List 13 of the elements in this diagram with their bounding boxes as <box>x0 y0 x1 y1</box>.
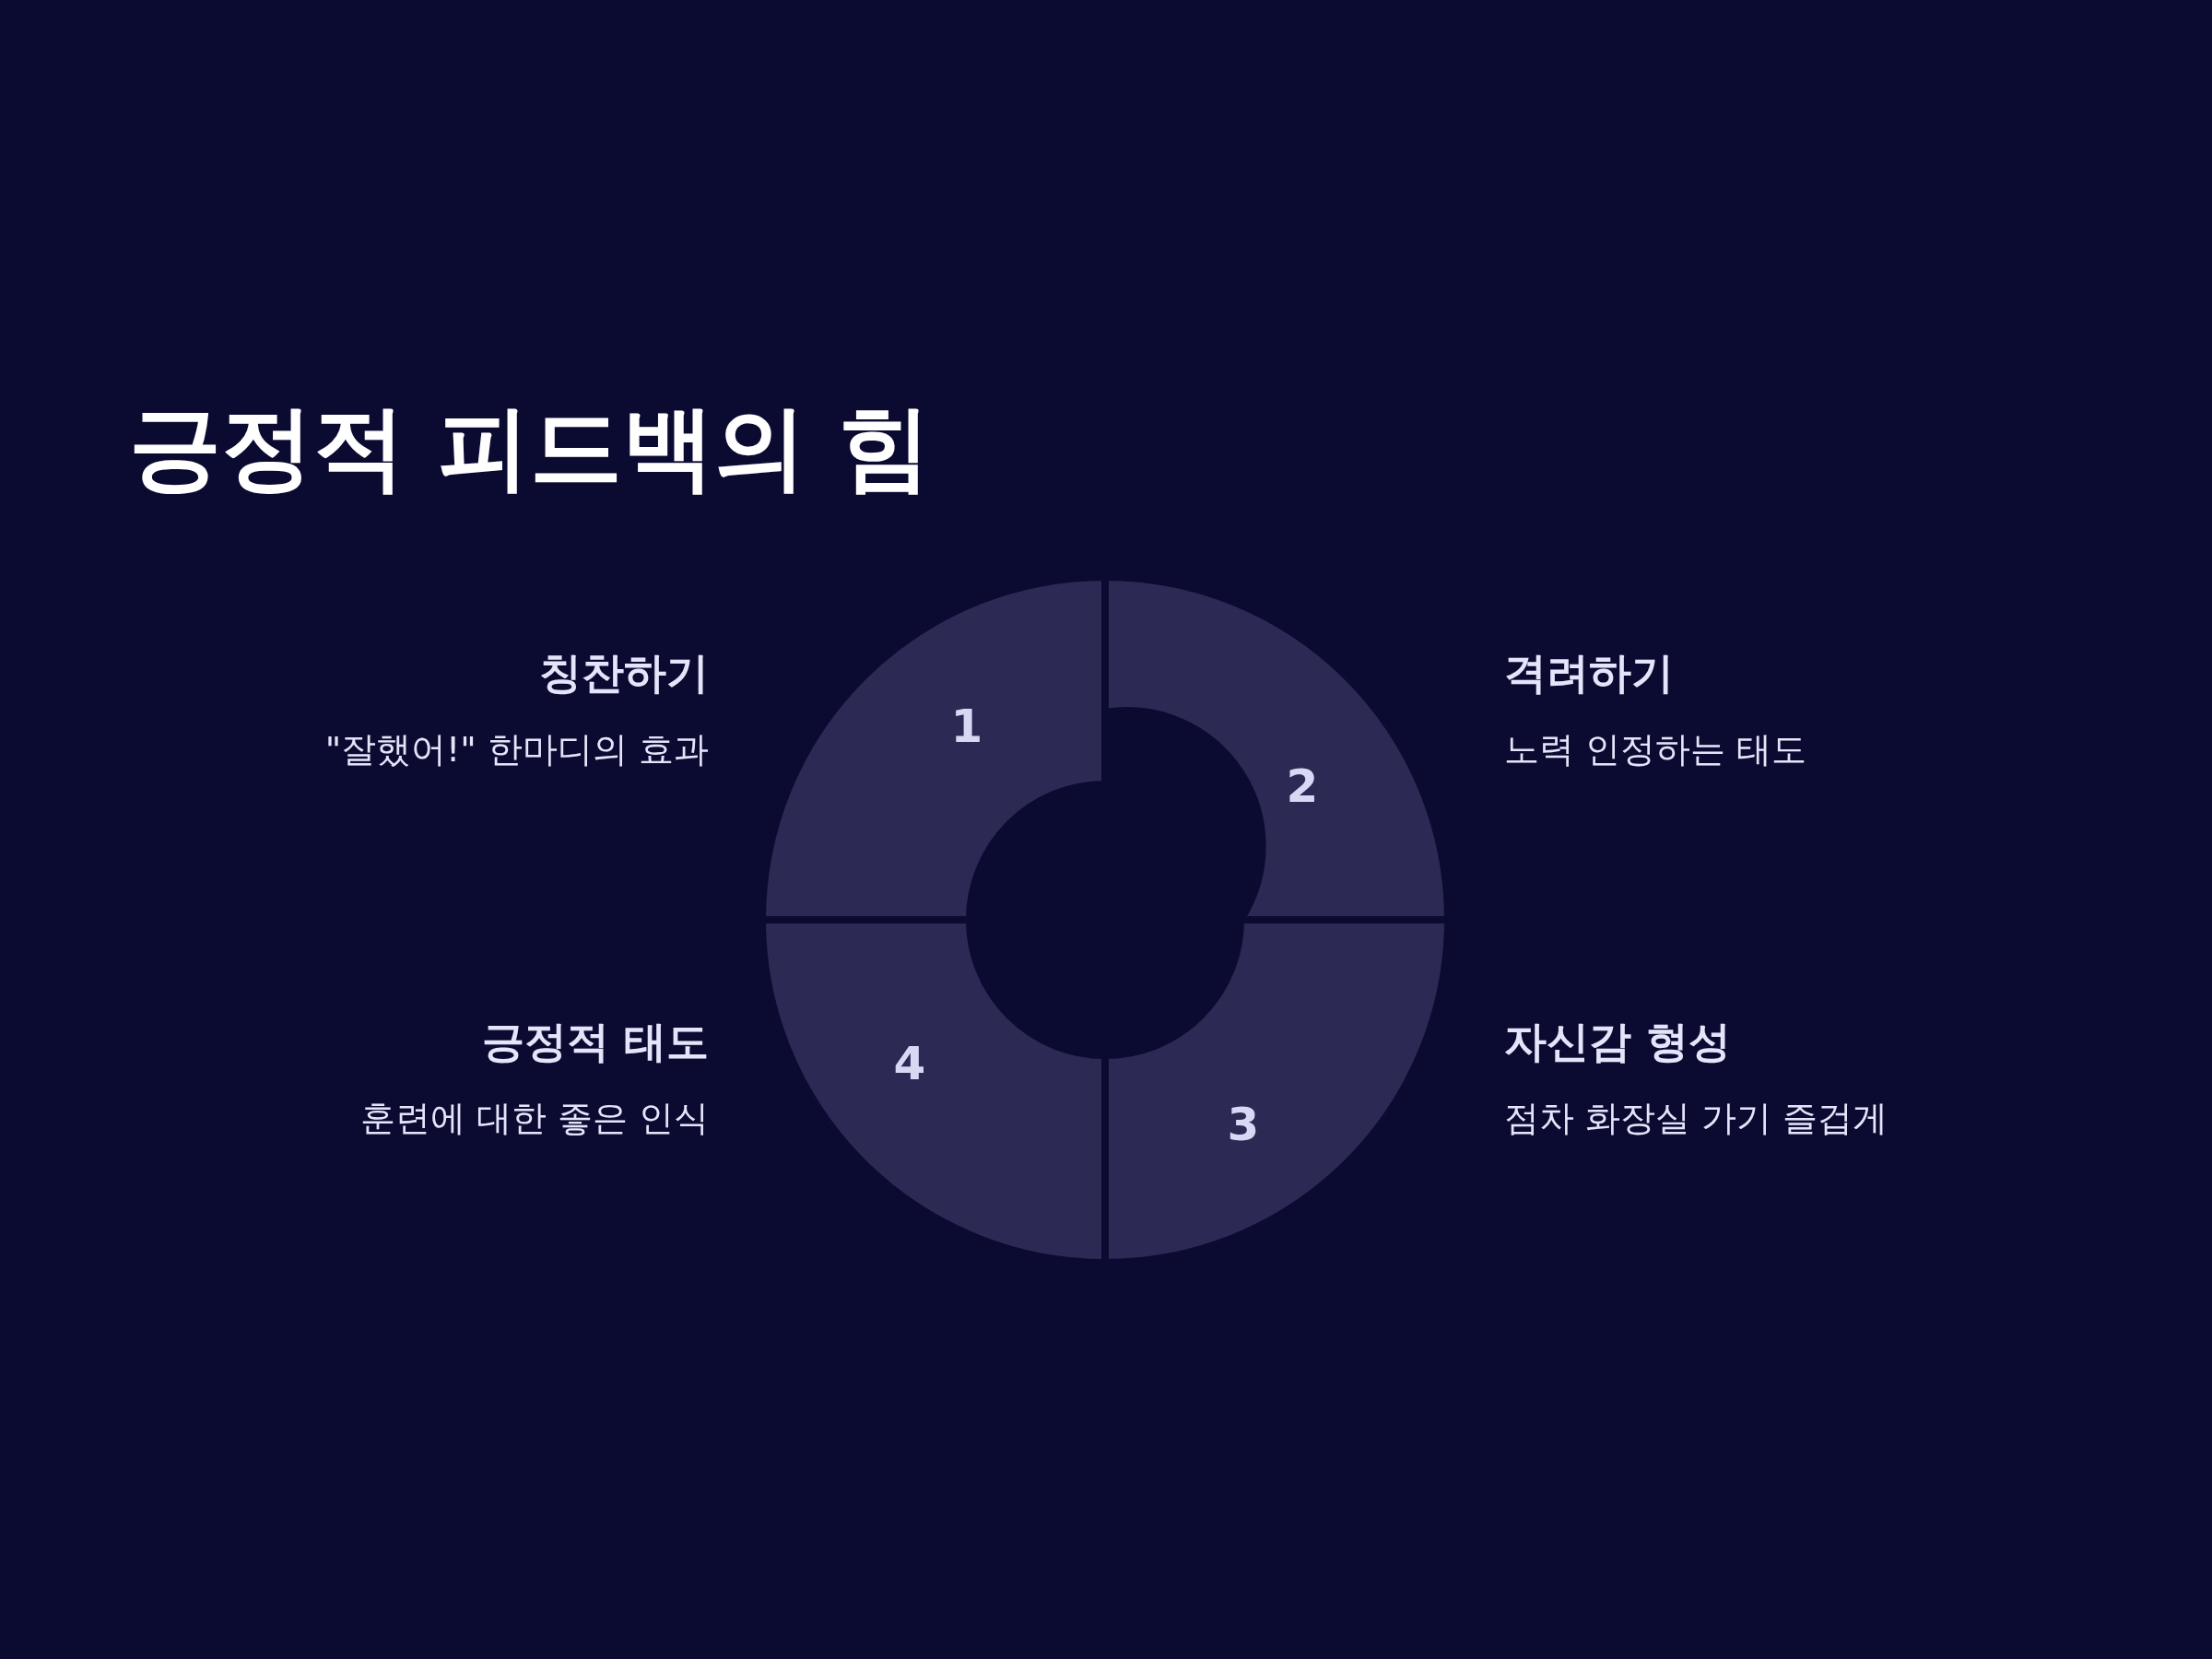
step-description: 노력 인정하는 태도 <box>1504 728 1807 771</box>
step-heading: 칭찬하기 <box>539 647 709 700</box>
step-heading: 격려하기 <box>1504 647 1674 700</box>
step-heading: 자신감 형성 <box>1504 1016 1731 1068</box>
step-number: 1 <box>950 700 983 753</box>
step-number: 3 <box>1227 1098 1260 1151</box>
step-number: 4 <box>893 1037 926 1090</box>
title: 긍정적 피드백의 힘 <box>129 393 931 503</box>
step-heading: 긍정적 태도 <box>482 1016 709 1068</box>
step-description: 점차 화장실 가기 즐겁게 <box>1504 1097 1888 1140</box>
step-number: 2 <box>1286 759 1319 813</box>
step-description: "잘했어!" 한마디의 효과 <box>324 728 709 771</box>
step-description: 훈련에 대한 좋은 인식 <box>359 1097 709 1140</box>
